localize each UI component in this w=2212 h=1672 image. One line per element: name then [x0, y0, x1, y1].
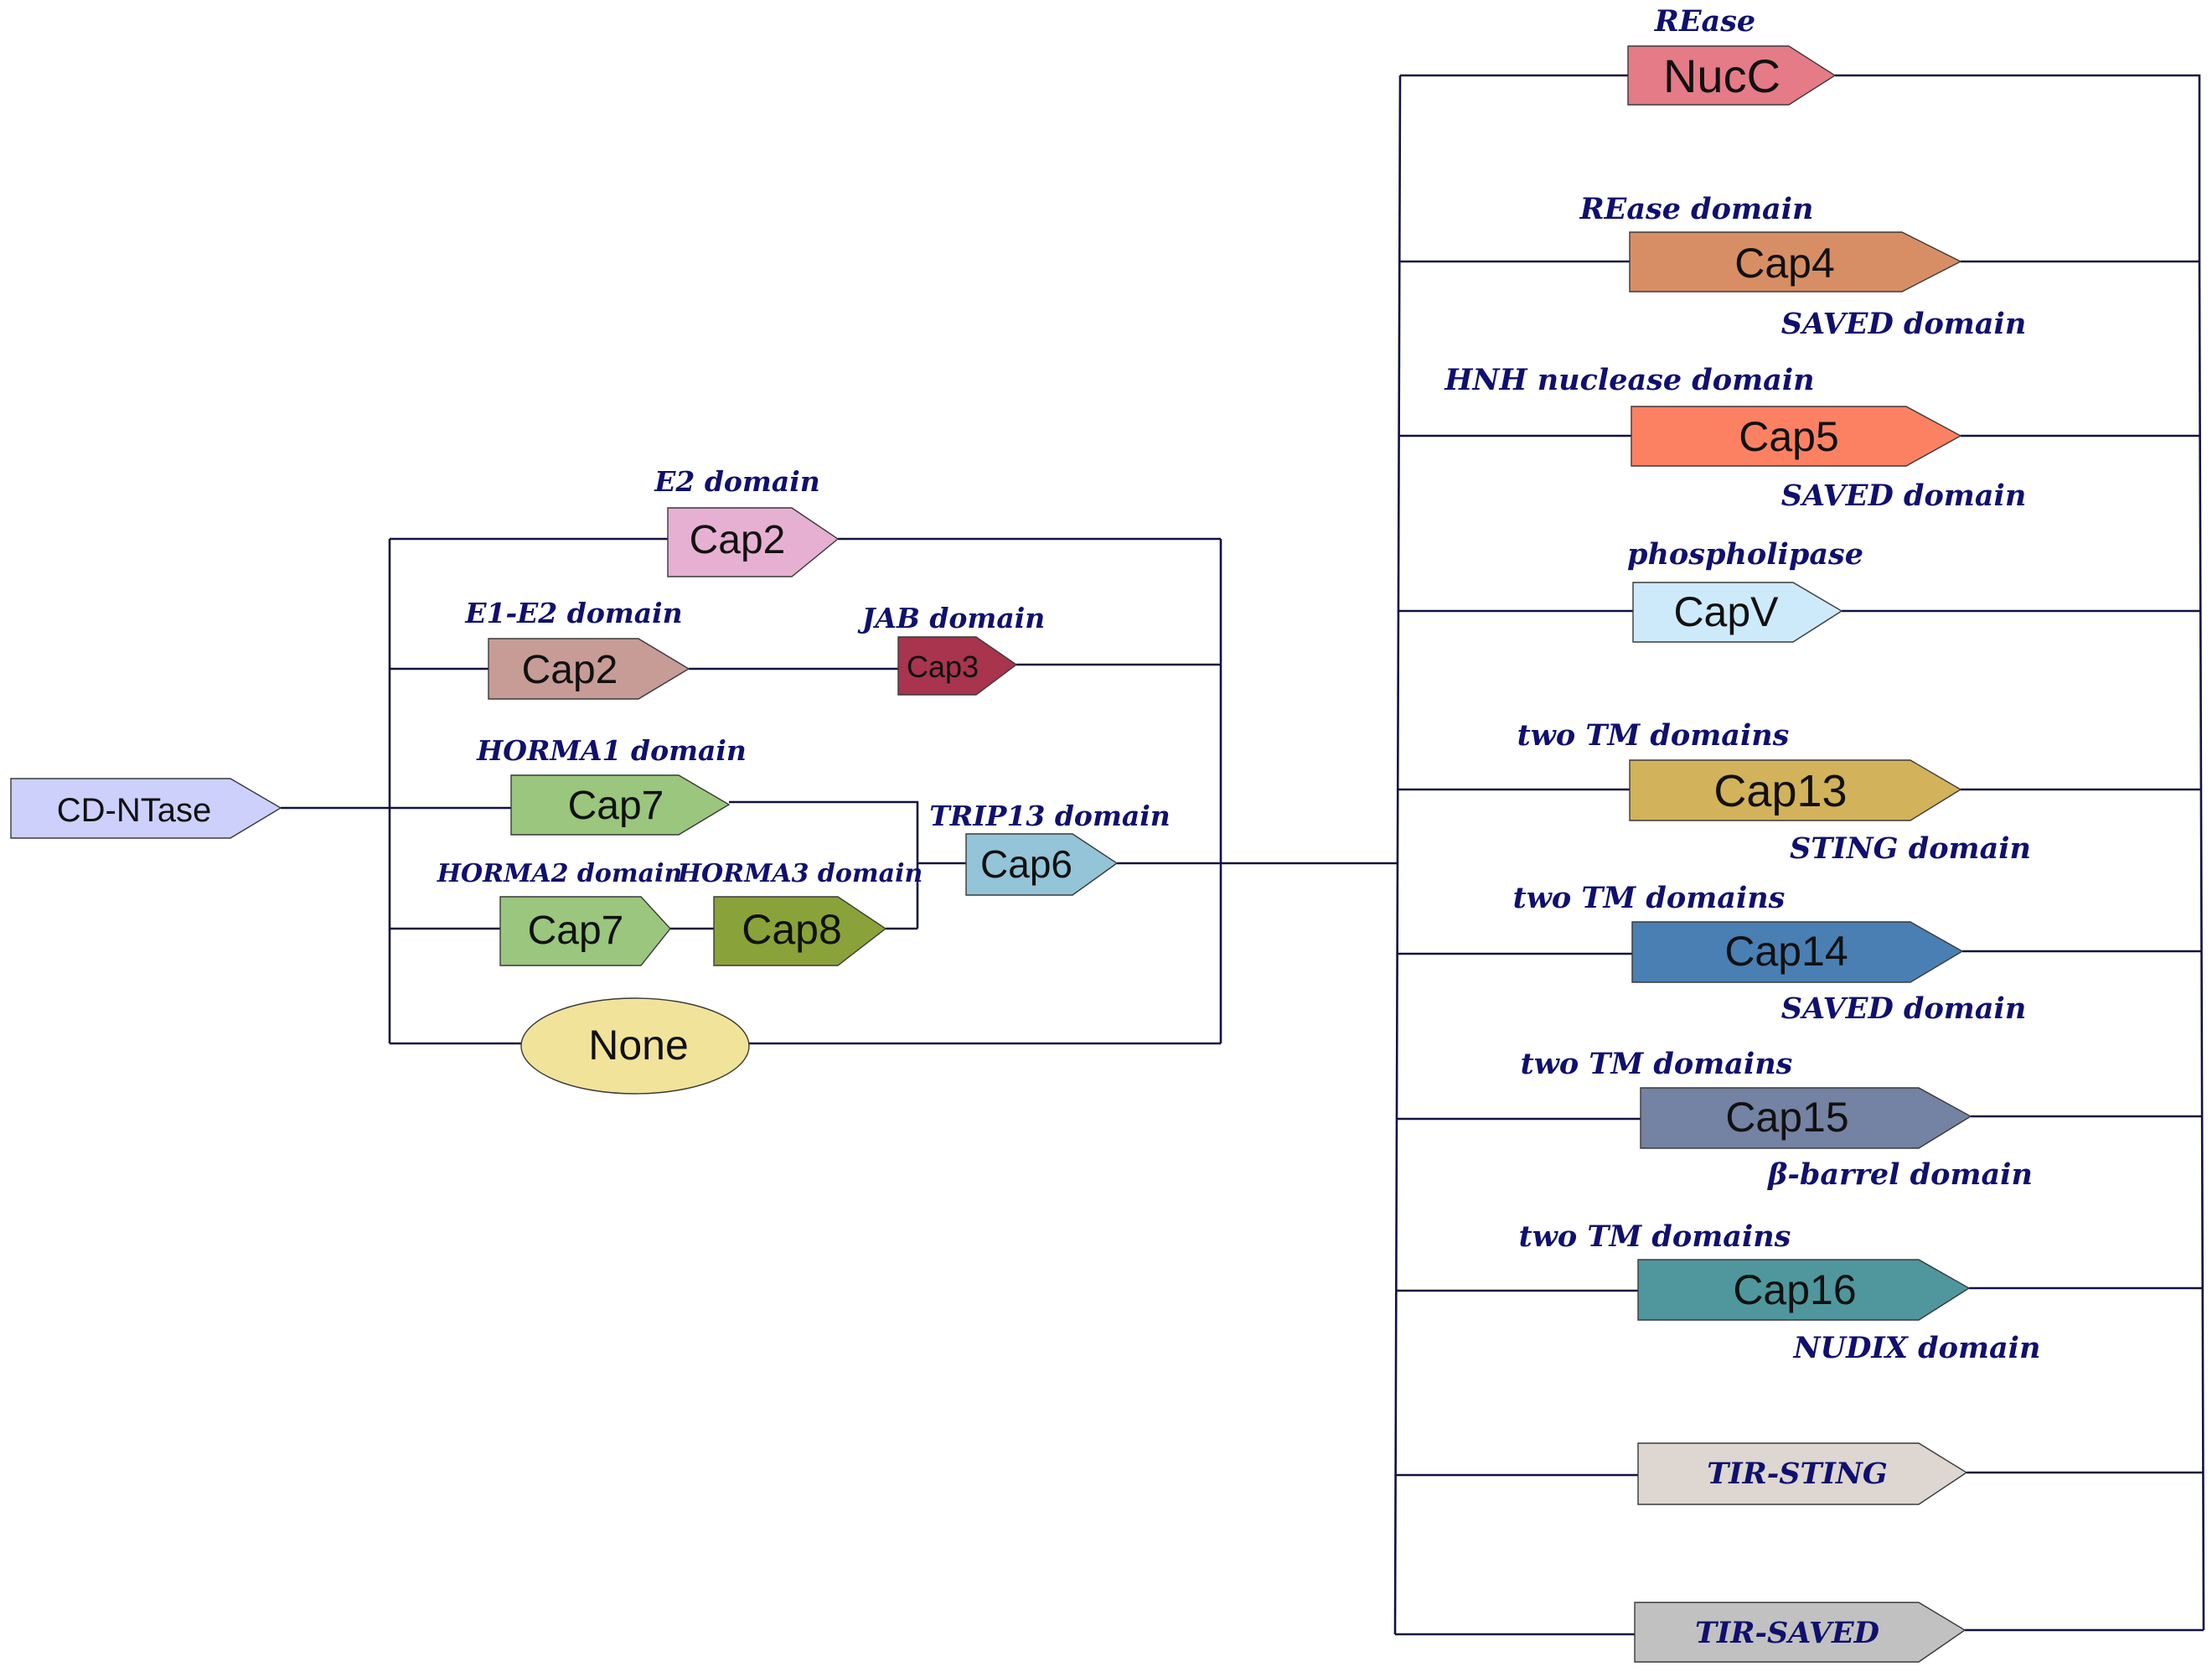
- cap8-label: Cap8: [742, 906, 842, 953]
- cap13-annotation-below: STING domain: [1790, 831, 2031, 866]
- tir-sting-label: TIR-STING: [1707, 1457, 1888, 1491]
- cap2-e1e2-annotation: E1-E2 domain: [464, 597, 682, 629]
- gene-tir-sting: TIR-STING: [1637, 1442, 1968, 1505]
- nucc-arrow: [1627, 45, 1837, 106]
- cap5-label: Cap5: [1739, 413, 1839, 460]
- cap15-annotation: two TM domains: [1521, 1047, 1793, 1081]
- gene-nucc: REase NucC: [1627, 4, 1837, 106]
- gene-cap7-horma1: HORMA1 domain Cap7: [476, 734, 747, 836]
- gene-cap4: REase domain Cap4 SAVED domain: [1579, 192, 2027, 341]
- cap15-label: Cap15: [1725, 1094, 1848, 1141]
- cap6-label: Cap6: [980, 842, 1072, 886]
- cap3-label: Cap3: [907, 650, 979, 684]
- cap14-label: Cap14: [1724, 928, 1848, 975]
- tir-saved-arrow: [1634, 1602, 1967, 1663]
- cap8-arrow: [713, 896, 887, 966]
- connector-lines: [281, 74, 2205, 1636]
- cap14-annotation: two TM domains: [1513, 881, 1786, 915]
- cap15-annotation-below: β-barrel domain: [1766, 1157, 2033, 1192]
- cap14-arrow: [1631, 921, 1964, 983]
- cap7-horma1-annotation: HORMA1 domain: [476, 734, 747, 767]
- cap13-annotation: two TM domains: [1517, 718, 1790, 753]
- none-label: None: [588, 1022, 689, 1069]
- gene-cap2-e2: E2 domain Cap2: [654, 465, 840, 577]
- cap2-e1e2-label: Cap2: [522, 648, 618, 692]
- cap2-e2-arrow: [667, 507, 840, 577]
- tir-saved-label: TIR-SAVED: [1695, 1616, 1880, 1650]
- cap5-annotation-below: SAVED domain: [1781, 479, 2027, 513]
- node-none: None: [520, 997, 750, 1095]
- cap4-arrow: [1629, 231, 1962, 292]
- cap6-annotation: TRIP13 domain: [929, 800, 1171, 832]
- cap8-annotation: HORMA3 domain: [677, 859, 923, 888]
- cap16-label: Cap16: [1733, 1266, 1856, 1313]
- gene-cap14: two TM domains Cap14 SAVED domain: [1513, 881, 2027, 1026]
- gene-cap16: two TM domains Cap16 NUDIX domain: [1519, 1219, 2041, 1365]
- capv-annotation: phospholipase: [1627, 537, 1863, 572]
- gene-cap15: two TM domains Cap15 β-barrel domain: [1521, 1047, 2033, 1192]
- cap7-horma1-label: Cap7: [568, 784, 664, 828]
- gene-capv: phospholipase CapV: [1627, 537, 1863, 643]
- gene-cap5: HNH nuclease domain Cap5 SAVED domain: [1444, 363, 2026, 513]
- cap7-horma2-annotation: HORMA2 domain: [437, 859, 683, 888]
- cap15-arrow: [1640, 1087, 1972, 1149]
- cap4-label: Cap4: [1734, 240, 1835, 287]
- cap5-arrow: [1631, 406, 1962, 467]
- gene-cap3: JAB domain Cap3: [857, 602, 1046, 696]
- nucc-annotation: REase: [1654, 4, 1755, 39]
- gene-cap13: two TM domains Cap13 STING domain: [1517, 718, 2031, 866]
- cap16-annotation-below: NUDIX domain: [1793, 1331, 2041, 1365]
- cap14-annotation-below: SAVED domain: [1781, 991, 2027, 1026]
- gene-cap2-e1e2: E1-E2 domain Cap2: [464, 597, 690, 700]
- cap3-annotation: JAB domain: [857, 602, 1046, 634]
- cdntase-arrow: [10, 778, 282, 839]
- cap6-arrow: [965, 833, 1119, 896]
- gene-tir-saved: TIR-SAVED: [1634, 1602, 1967, 1663]
- cap4-annotation-below: SAVED domain: [1781, 307, 2027, 341]
- gene-cdntase: CD-NTase: [10, 778, 282, 839]
- cap7-horma2-label: Cap7: [528, 908, 624, 953]
- cap7-horma2-arrow: [499, 896, 671, 966]
- nucc-label: NucC: [1663, 49, 1780, 102]
- capv-arrow: [1632, 582, 1843, 643]
- cdntase-label: CD-NTase: [57, 792, 211, 829]
- gene-cap7-horma2: HORMA2 domain Cap7: [437, 859, 683, 966]
- gene-cap8: HORMA3 domain Cap8: [677, 859, 923, 966]
- cap4-annotation: REase domain: [1579, 192, 1814, 226]
- cap3-arrow: [897, 636, 1018, 696]
- cap16-annotation: two TM domains: [1519, 1219, 1791, 1254]
- cap13-label: Cap13: [1713, 766, 1847, 816]
- cap13-arrow: [1629, 759, 1962, 821]
- tir-sting-arrow: [1637, 1442, 1968, 1505]
- cap2-e2-annotation: E2 domain: [654, 465, 820, 498]
- cap5-annotation: HNH nuclease domain: [1444, 363, 1814, 397]
- gene-cap6: TRIP13 domain Cap6: [929, 800, 1171, 896]
- none-ellipse: [520, 997, 750, 1095]
- cap2-e1e2-arrow: [488, 638, 690, 700]
- capv-label: CapV: [1673, 588, 1779, 635]
- cap16-arrow: [1637, 1259, 1971, 1321]
- cap7-horma1-arrow: [510, 774, 731, 836]
- cap2-e2-label: Cap2: [690, 518, 786, 562]
